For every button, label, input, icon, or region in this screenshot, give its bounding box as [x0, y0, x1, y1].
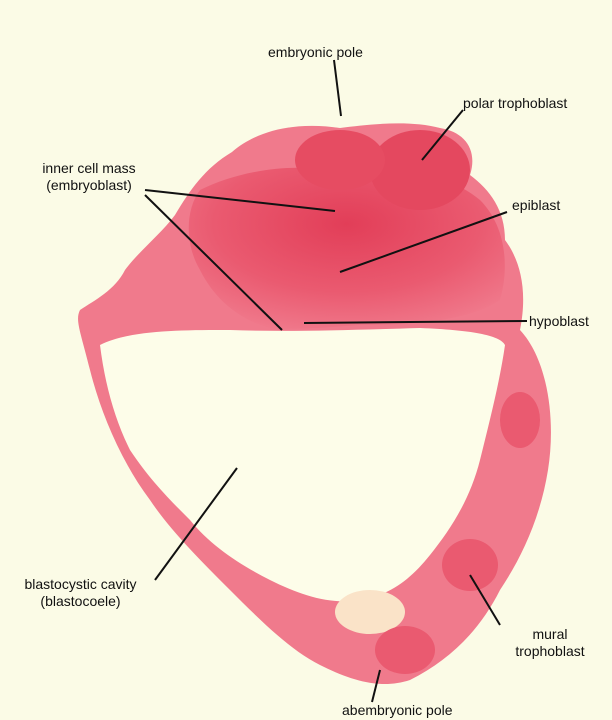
label-embryonic-pole: embryonic pole: [268, 44, 363, 60]
label-blastocystic-cavity: blastocystic cavity (blastocoele): [8, 576, 153, 610]
label-inner-cell-mass-line2: (embryoblast): [46, 177, 132, 193]
label-inner-cell-mass: inner cell mass (embryoblast): [24, 160, 154, 194]
label-abembryonic-pole: abembryonic pole: [342, 702, 453, 718]
label-polar-trophoblast: polar trophoblast: [463, 95, 568, 111]
label-hypoblast: hypoblast: [529, 313, 589, 329]
label-epiblast: epiblast: [512, 197, 561, 213]
label-blastocystic-cavity-line2: (blastocoele): [40, 593, 121, 609]
label-mural-trophoblast: mural trophoblast: [500, 626, 600, 660]
leader-lines: [144, 59, 528, 703]
label-mural-trophoblast-line2: trophoblast: [515, 643, 585, 659]
label-blastocystic-cavity-line1: blastocystic cavity: [24, 576, 137, 592]
label-mural-trophoblast-line1: mural: [532, 626, 568, 642]
label-inner-cell-mass-line1: inner cell mass: [42, 160, 136, 176]
blastocystic-cavity-region: [100, 328, 505, 602]
polar-trophoblast-region: [370, 130, 470, 210]
